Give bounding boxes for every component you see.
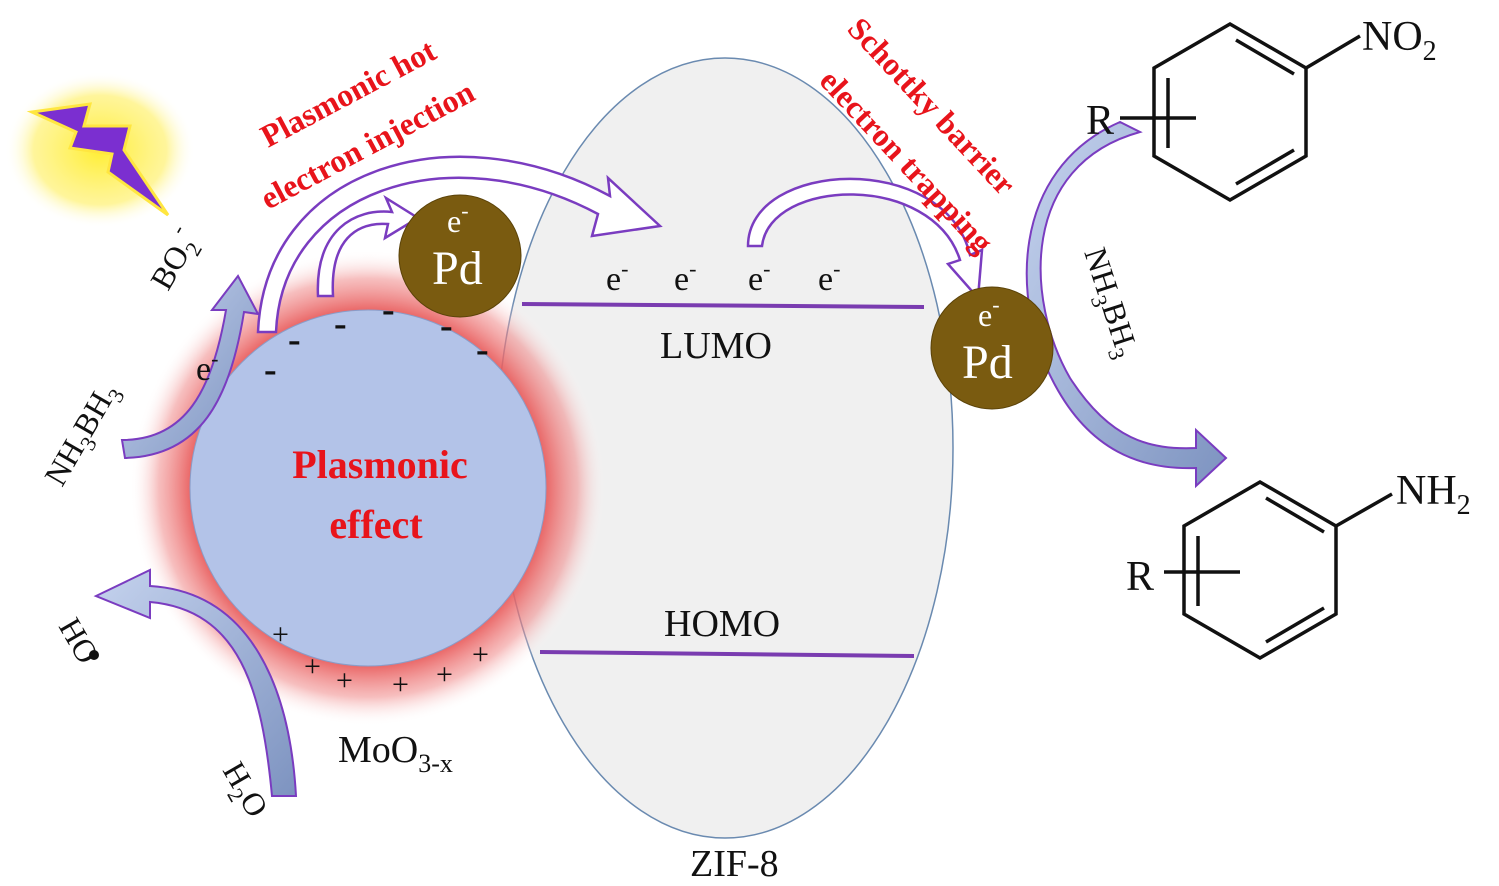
nitrobenzene-ring — [1152, 21, 1308, 203]
homo-band — [539, 650, 915, 658]
neg-charge-6: - — [476, 329, 489, 371]
pos-charge-5: + — [436, 658, 453, 691]
nh3bh3-left-label: NH3BH3 — [37, 376, 130, 495]
nitrobenzene-structure — [1120, 21, 1361, 203]
lumo-electron-4: e- — [818, 256, 840, 298]
reduction-arrow — [1025, 120, 1228, 489]
aniline-nh2: NH2 — [1396, 468, 1471, 521]
neg-charge-5: - — [440, 305, 453, 347]
lumo-electron-3: e- — [748, 256, 770, 298]
pos-charge-4: + — [392, 668, 409, 701]
neg-charge-3: - — [334, 303, 347, 345]
lumo-electron-2: e- — [674, 256, 696, 298]
pos-charge-6: + — [472, 638, 489, 671]
nitrobenzene-inner-bond-1 — [1235, 38, 1295, 76]
nitrobenzene-inner-bond-2 — [1235, 148, 1295, 186]
surface-positive-charges: + + + + + + — [272, 618, 489, 701]
pos-charge-2: + — [304, 650, 321, 683]
aniline-inner-bond-2 — [1265, 606, 1325, 644]
aniline-r: R — [1126, 554, 1154, 600]
bo2-label: BO2- — [137, 220, 211, 299]
lumo-electron-1: e- — [606, 256, 628, 298]
moo3-sphere — [189, 309, 547, 667]
small-transfer-arrow — [316, 194, 421, 298]
plasmonic-effect-line2: effect — [329, 502, 423, 547]
surface-negative-charges: - - - - - - — [264, 289, 489, 391]
sphere-electron: e- — [196, 346, 218, 388]
schottky-arrow — [746, 177, 984, 302]
aniline-structure — [1164, 479, 1393, 661]
pd-particle-left — [398, 194, 522, 318]
aniline-inner-bond-1 — [1265, 496, 1325, 534]
pd-right-electron: e- — [978, 292, 1000, 333]
ho-label: HO — [52, 612, 106, 670]
pos-charge-1: + — [272, 618, 289, 651]
pd-left-electron: e- — [447, 198, 469, 239]
zif8-label: ZIF-8 — [690, 843, 779, 885]
lumo-label: LUMO — [660, 325, 772, 367]
nh3bh3-right-label: NH3BH3 — [1072, 243, 1147, 363]
h2o-to-ho-arrow — [93, 568, 298, 797]
pd-left-label: Pd — [432, 242, 483, 295]
pd-particle-right — [930, 286, 1054, 410]
moo3-label: MoO3-x — [338, 729, 453, 778]
homo-label: HOMO — [664, 603, 780, 645]
nh3bh3-to-bo2-arrow — [120, 274, 260, 460]
pd-right-label: Pd — [962, 336, 1013, 389]
lumo-band — [521, 302, 925, 309]
plasmonic-effect-line1: Plasmonic — [292, 442, 468, 487]
lumo-electrons: e- e- e- e- — [606, 256, 840, 298]
nitrobenzene-r: R — [1086, 98, 1114, 144]
nitrobenzene-no2: NO2 — [1362, 14, 1437, 67]
lightning-bolt-icon — [26, 102, 170, 217]
neg-charge-2: - — [288, 319, 301, 361]
hot-injection-arrow — [256, 155, 663, 334]
nitrobenzene-no2-bond — [1305, 34, 1361, 70]
ho-radical-dot — [89, 650, 99, 660]
aniline-ring — [1182, 479, 1338, 661]
h2o-label: H2O — [211, 756, 276, 827]
aniline-nh2-bond — [1335, 492, 1393, 528]
neg-charge-1: - — [264, 349, 277, 391]
pos-charge-3: + — [336, 664, 353, 697]
neg-charge-4: - — [382, 289, 395, 331]
